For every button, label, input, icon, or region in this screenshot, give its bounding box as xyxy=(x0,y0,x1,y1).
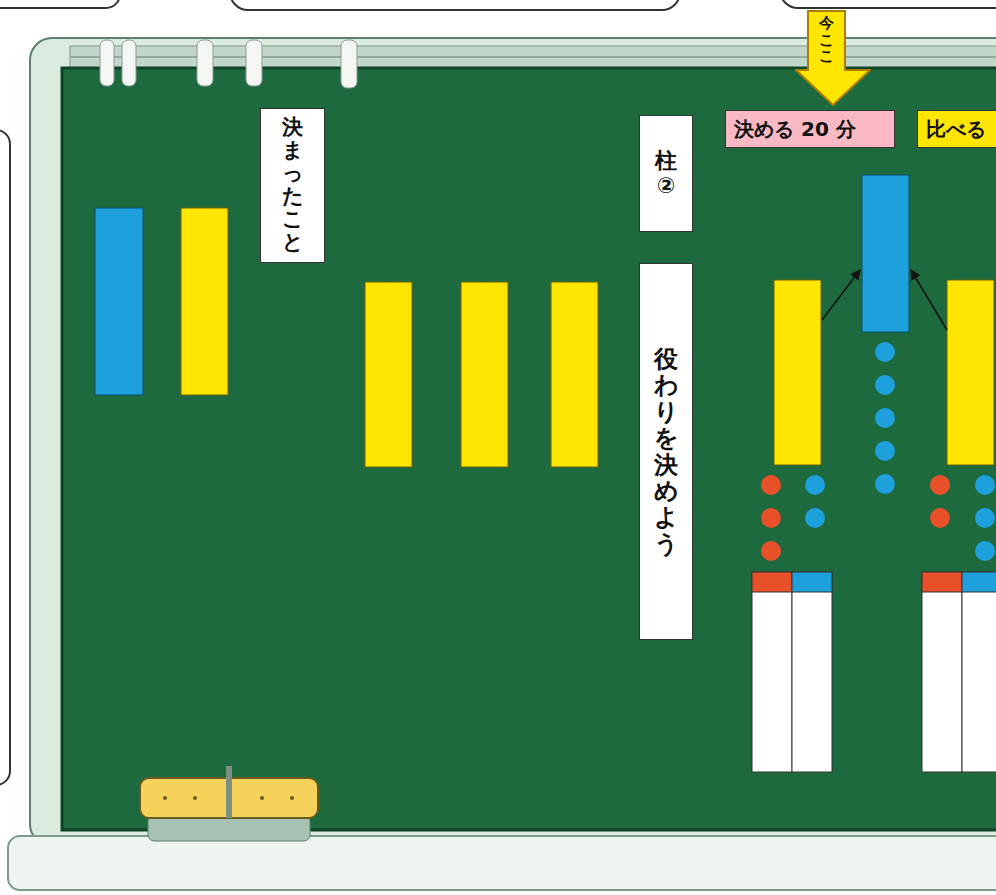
magnet xyxy=(246,40,262,86)
blank-card xyxy=(947,280,994,465)
blank-card xyxy=(181,208,228,395)
chalk-tray xyxy=(8,836,996,890)
phase-label: 比べる xyxy=(917,110,996,148)
magnet xyxy=(100,40,114,86)
bubble-edge xyxy=(0,0,120,8)
blank-card xyxy=(365,282,412,467)
magnet xyxy=(341,40,357,88)
side-panel-edge xyxy=(0,130,10,785)
blue-dots xyxy=(805,342,995,561)
board-surface xyxy=(62,68,996,830)
card-arrow xyxy=(911,270,947,330)
bubble-edge xyxy=(780,0,996,8)
card-arrow xyxy=(822,270,860,320)
label-text: 比べる xyxy=(926,117,986,141)
eraser xyxy=(140,766,318,841)
blank-card xyxy=(862,175,909,332)
blank-card xyxy=(461,282,508,467)
vertical-card: 決まったこと xyxy=(260,108,325,263)
vertical-text: 役わりを決めよう xyxy=(654,346,678,557)
blank-card xyxy=(551,282,598,467)
vertical-card: 役わりを決めよう xyxy=(639,263,693,640)
vertical-card: 柱② xyxy=(639,115,693,232)
magnet xyxy=(197,40,213,86)
arrow-outline xyxy=(796,11,870,105)
vertical-text: 決まったこと xyxy=(282,116,303,255)
tally-sheet xyxy=(752,572,996,772)
vertical-text: 柱② xyxy=(655,149,677,197)
blank-card xyxy=(774,280,821,465)
board-frame xyxy=(30,38,996,846)
now-marker-arrow: 今ここ xyxy=(795,10,871,106)
label-text: 決める 20 分 xyxy=(734,117,856,141)
magnet xyxy=(122,40,136,86)
bubble-edge xyxy=(230,0,680,10)
phase-label: 決める 20 分 xyxy=(725,110,895,148)
vertical-text: 今ここ xyxy=(819,15,834,65)
blank-card xyxy=(95,208,143,395)
red-dots xyxy=(761,475,950,561)
